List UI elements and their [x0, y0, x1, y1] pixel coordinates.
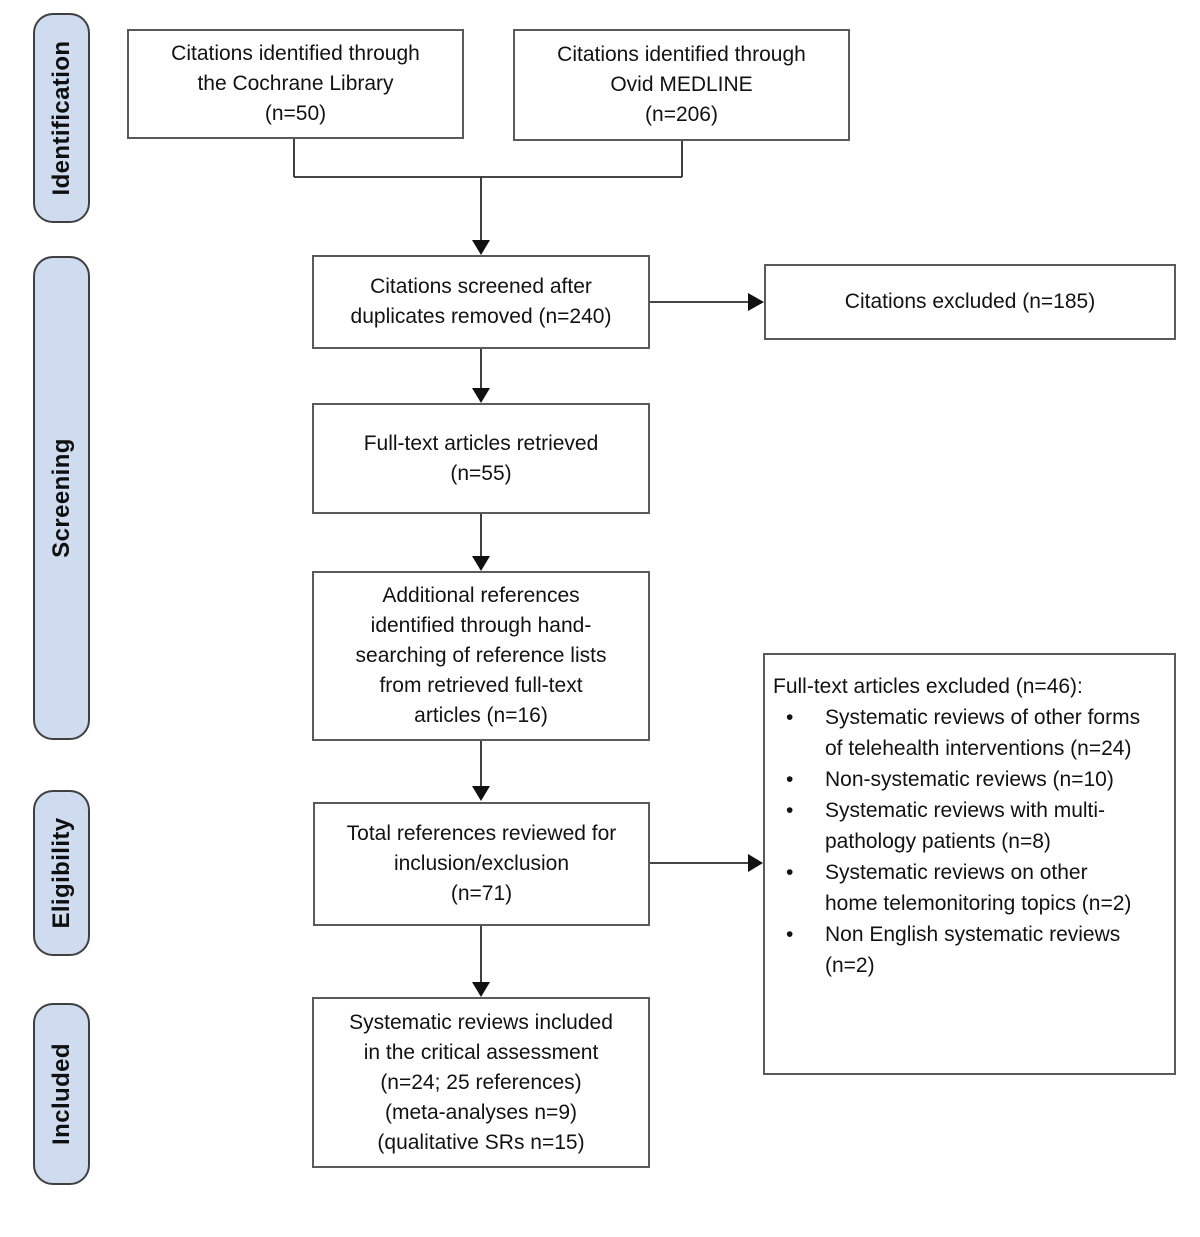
box-line: in the critical assessment	[363, 1040, 599, 1064]
box-line: (n=206)	[645, 103, 718, 126]
box-line: Additional references	[382, 584, 580, 607]
stage-identification-label: Identification	[47, 40, 75, 196]
fulltext-excluded-item: • Non English systematic reviews (n=2)	[773, 919, 1164, 981]
stage-screening-label: Screening	[47, 438, 75, 558]
bullet-icon: •	[786, 706, 794, 729]
stage-eligibility: Eligibility	[33, 790, 90, 956]
box-line: (n=50)	[264, 102, 327, 125]
arrowhead-into-citations-excluded	[748, 293, 764, 311]
box-line: (n=71)	[450, 882, 513, 905]
fulltext-excluded-item-text: Systematic reviews with multi-pathology …	[825, 799, 1106, 853]
fulltext-excluded-list: • Systematic reviews of other forms of t…	[773, 702, 1164, 981]
arrowhead-into-total	[472, 786, 490, 801]
arrowhead-into-retrieved	[472, 388, 490, 403]
arrowhead-into-screened	[472, 240, 490, 255]
box-fulltext-retrieved: Full-text articles retrieved (n=55)	[312, 403, 650, 514]
box-reviews-included: Systematic reviews included in the criti…	[312, 997, 650, 1168]
stage-screening: Screening	[33, 256, 90, 740]
box-line: from retrieved full-text	[379, 674, 583, 697]
arrowhead-into-included	[472, 982, 490, 997]
box-citations-screened: Citations screened after duplicates remo…	[312, 255, 650, 349]
box-line: Citations identified through	[557, 43, 806, 66]
arrowhead-into-fulltext-excluded	[748, 854, 763, 872]
box-citations-excluded: Citations excluded (n=185)	[764, 264, 1176, 340]
box-line: Ovid MEDLINE	[610, 73, 753, 96]
box-line: identified through hand-	[370, 614, 592, 637]
box-line: inclusion/exclusion	[393, 852, 570, 875]
box-line: (n=24; 25 references)	[380, 1070, 582, 1094]
box-line: Citations excluded (n=185)	[844, 290, 1096, 313]
box-line: articles (n=16)	[414, 704, 548, 727]
fulltext-excluded-item-text: Non-systematic reviews (n=10)	[825, 768, 1114, 791]
stage-included-label: Included	[47, 1043, 75, 1145]
box-line: (qualitative SRs n=15)	[377, 1130, 585, 1154]
stage-included: Included	[33, 1003, 90, 1185]
bullet-icon: •	[786, 768, 794, 791]
box-citations-cochrane: Citations identified through the Cochran…	[127, 29, 464, 139]
bullet-icon: •	[786, 923, 794, 946]
fulltext-excluded-item: • Systematic reviews on other home telem…	[773, 857, 1164, 919]
stage-eligibility-label: Eligibility	[47, 817, 75, 929]
fulltext-excluded-item-text: Systematic reviews of other forms of tel…	[825, 706, 1141, 760]
box-line: the Cochrane Library	[197, 72, 394, 95]
box-line: Citations identified through	[171, 42, 420, 65]
fulltext-excluded-title: Full-text articles excluded (n=46):	[773, 675, 1083, 698]
box-line: duplicates removed (n=240)	[350, 305, 612, 328]
box-line: (meta-analyses n=9)	[384, 1100, 577, 1124]
fulltext-excluded-item: • Systematic reviews with multi-patholog…	[773, 795, 1164, 857]
box-line: Full-text articles retrieved	[363, 431, 599, 455]
box-fulltext-excluded: Full-text articles excluded (n=46): • Sy…	[763, 653, 1176, 1075]
box-line: Total references reviewed for	[346, 822, 617, 845]
box-line: Citations screened after	[370, 275, 592, 298]
box-line: Systematic reviews included	[349, 1010, 613, 1034]
box-total-reviewed: Total references reviewed for inclusion/…	[313, 802, 650, 926]
box-line: searching of reference lists	[355, 644, 607, 667]
box-handsearch-references: Additional references identified through…	[312, 571, 650, 741]
arrowhead-into-handsearch	[472, 556, 490, 571]
box-citations-medline: Citations identified through Ovid MEDLIN…	[513, 29, 850, 141]
fulltext-excluded-item-text: Systematic reviews on other home telemon…	[825, 861, 1132, 915]
fulltext-excluded-item: • Systematic reviews of other forms of t…	[773, 702, 1164, 764]
box-line: (n=55)	[450, 461, 512, 485]
bullet-icon: •	[786, 861, 794, 884]
stage-identification: Identification	[33, 13, 90, 223]
fulltext-excluded-item-text: Non English systematic reviews (n=2)	[825, 923, 1121, 977]
fulltext-excluded-item: • Non-systematic reviews (n=10)	[773, 764, 1164, 795]
bullet-icon: •	[786, 799, 794, 822]
